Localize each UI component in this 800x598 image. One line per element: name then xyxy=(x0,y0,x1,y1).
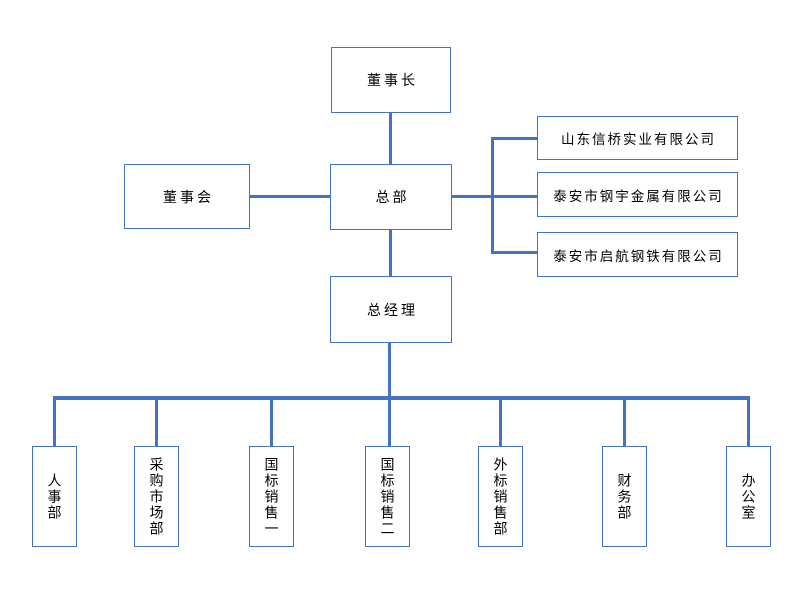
node-company3: 泰安市启航钢铁有限公司 xyxy=(537,232,738,277)
node-board: 董事会 xyxy=(124,164,250,229)
edge-board-headquarters xyxy=(250,195,331,198)
node-dept-gb-sales-2-label: 国标销售二 xyxy=(379,456,396,537)
edge-drop-finance xyxy=(623,396,626,447)
node-general-manager: 总经理 xyxy=(330,276,452,343)
node-dept-purchasing-market-label: 采购市场部 xyxy=(148,456,165,537)
node-general-manager-label: 总经理 xyxy=(367,301,418,318)
node-dept-hr-label: 人事部 xyxy=(46,472,63,521)
node-board-label: 董事会 xyxy=(163,188,214,205)
edge-drop-office xyxy=(747,396,750,447)
edge-headquarters-branch xyxy=(451,195,538,198)
node-dept-gb-sales-2: 国标销售二 xyxy=(365,446,410,547)
node-dept-purchasing-market: 采购市场部 xyxy=(134,446,179,547)
edge-headquarters-gm xyxy=(389,229,392,277)
node-dept-foreign-sales-label: 外标销售部 xyxy=(492,456,509,537)
node-company2-label: 泰安市钢宇金属有限公司 xyxy=(553,188,724,204)
edge-chairman-headquarters xyxy=(389,113,392,166)
node-company3-label: 泰安市启航钢铁有限公司 xyxy=(553,248,724,264)
edge-branch-trunk xyxy=(491,137,494,254)
edge-departments-bus xyxy=(53,396,750,400)
node-dept-office-label: 办公室 xyxy=(740,472,757,521)
node-chairman-label: 董事长 xyxy=(367,72,418,88)
node-dept-hr: 人事部 xyxy=(32,446,77,547)
node-dept-foreign-sales: 外标销售部 xyxy=(478,446,523,547)
node-dept-finance: 财务部 xyxy=(602,446,647,547)
edge-drop-foreign-sales xyxy=(499,396,502,447)
node-company1-label: 山东信桥实业有限公司 xyxy=(561,132,716,147)
node-dept-gb-sales-1: 国标销售一 xyxy=(249,446,294,547)
edge-drop-hr xyxy=(53,396,56,447)
node-dept-finance-label: 财务部 xyxy=(616,472,633,521)
node-company2: 泰安市钢宇金属有限公司 xyxy=(537,172,738,217)
node-headquarters: 总部 xyxy=(330,164,452,230)
node-dept-gb-sales-1-label: 国标销售一 xyxy=(263,456,280,537)
edge-branch-company1 xyxy=(491,137,538,140)
node-headquarters-label: 总部 xyxy=(375,189,410,205)
edge-gm-trunk xyxy=(388,342,391,447)
node-company1: 山东信桥实业有限公司 xyxy=(537,116,738,160)
edge-drop-gb-sales-1 xyxy=(270,396,273,447)
node-dept-office: 办公室 xyxy=(726,446,771,547)
node-chairman: 董事长 xyxy=(331,47,451,113)
edge-drop-purchasing-market xyxy=(155,396,158,447)
edge-branch-company3 xyxy=(491,251,538,254)
